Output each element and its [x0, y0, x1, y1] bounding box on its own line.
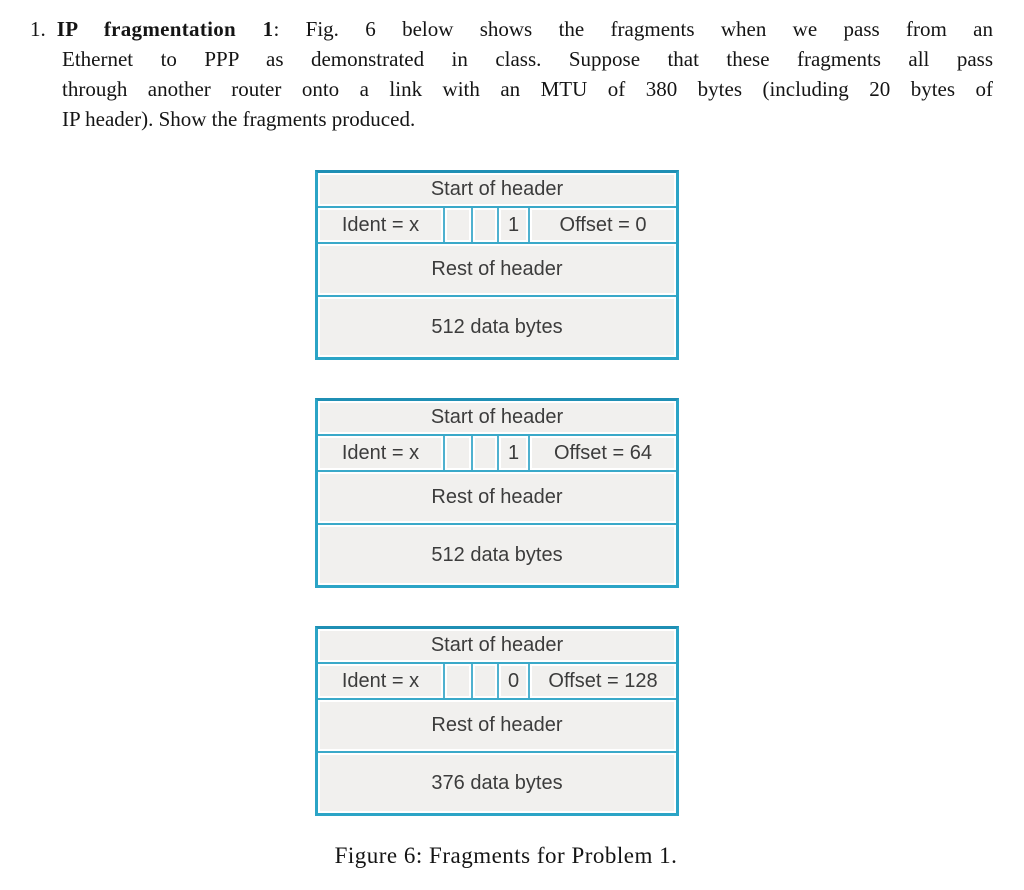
cell-divider	[528, 436, 530, 470]
problem-statement: 1. IP fragmentation 1: Fig. 6 below shows…	[30, 14, 993, 134]
problem-line-4: IP header). Show the fragments produced.	[62, 107, 416, 131]
figure-6: Start of header Ident = x 1 Offset = 0 R…	[315, 170, 679, 854]
fragment-fields-row: Ident = x 1 Offset = 64	[318, 436, 676, 470]
cell-divider	[471, 436, 473, 470]
list-number: 1.	[30, 17, 46, 41]
rest-of-header-cell: Rest of header	[318, 700, 676, 751]
start-of-header-cell: Start of header	[318, 629, 676, 662]
cell-divider	[497, 664, 499, 698]
flag-cell-empty	[473, 664, 497, 698]
flag-cell-empty	[445, 208, 471, 242]
offset-cell: Offset = 64	[530, 436, 676, 470]
flag-cell-empty	[473, 436, 497, 470]
problem-line-3: through another router onto a link with …	[62, 77, 993, 101]
fragment-box-1: Start of header Ident = x 1 Offset = 0 R…	[315, 170, 679, 360]
offset-cell: Offset = 0	[530, 208, 676, 242]
row-divider	[318, 523, 676, 525]
more-flag-cell: 1	[499, 436, 528, 470]
cell-divider	[471, 208, 473, 242]
rest-of-header-cell: Rest of header	[318, 244, 676, 295]
cell-divider	[497, 208, 499, 242]
problem-line-1: 1. IP fragmentation 1: Fig. 6 below shows…	[30, 14, 993, 44]
start-of-header-cell: Start of header	[318, 173, 676, 206]
cell-divider	[528, 664, 530, 698]
problem-title: IP fragmentation 1	[56, 17, 274, 41]
cell-divider	[443, 436, 445, 470]
fragment-fields-row: Ident = x 1 Offset = 0	[318, 208, 676, 242]
fragment-fields-row: Ident = x 0 Offset = 128	[318, 664, 676, 698]
payload-cell: 376 data bytes	[318, 753, 676, 813]
row-divider	[318, 206, 676, 208]
start-of-header-cell: Start of header	[318, 401, 676, 434]
ident-cell: Ident = x	[318, 208, 443, 242]
row-divider	[318, 470, 676, 472]
offset-cell: Offset = 128	[530, 664, 676, 698]
problem-line-2: Ethernet to PPP as demonstrated in class…	[62, 47, 993, 71]
problem-line-1-text: : Fig. 6 below shows the fragments when …	[273, 17, 993, 41]
payload-cell: 512 data bytes	[318, 297, 676, 357]
fragment-box-3: Start of header Ident = x 0 Offset = 128…	[315, 626, 679, 816]
ident-cell: Ident = x	[318, 664, 443, 698]
figure-caption: Figure 6: Fragments for Problem 1.	[334, 843, 678, 868]
cell-divider	[443, 664, 445, 698]
flag-cell-empty	[473, 208, 497, 242]
row-divider	[318, 751, 676, 753]
payload-cell: 512 data bytes	[318, 525, 676, 585]
more-flag-cell: 0	[499, 664, 528, 698]
ident-cell: Ident = x	[318, 436, 443, 470]
flag-cell-empty	[445, 664, 471, 698]
row-divider	[318, 434, 676, 436]
cell-divider	[497, 436, 499, 470]
row-divider	[318, 242, 676, 244]
row-divider	[318, 662, 676, 664]
cell-divider	[443, 208, 445, 242]
more-flag-cell: 1	[499, 208, 528, 242]
cell-divider	[528, 208, 530, 242]
row-divider	[318, 698, 676, 700]
cell-divider	[471, 664, 473, 698]
fragment-box-2: Start of header Ident = x 1 Offset = 64 …	[315, 398, 679, 588]
rest-of-header-cell: Rest of header	[318, 472, 676, 523]
flag-cell-empty	[445, 436, 471, 470]
row-divider	[318, 295, 676, 297]
